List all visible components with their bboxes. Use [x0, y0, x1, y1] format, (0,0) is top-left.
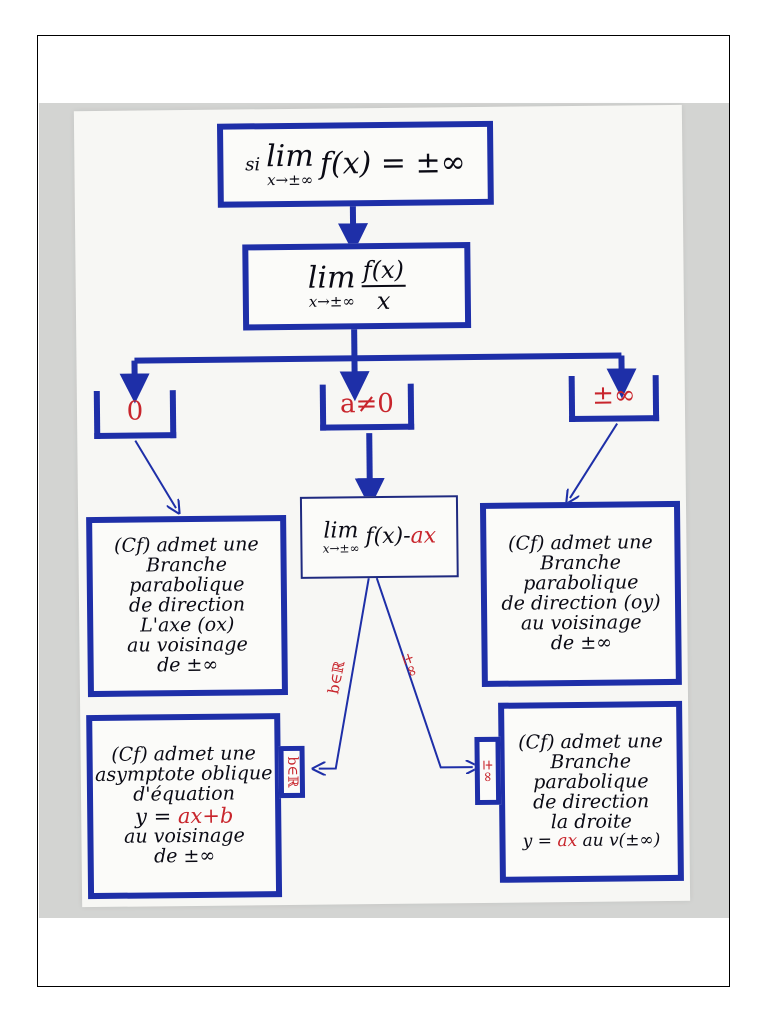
top-expression: f(x) = ±∞	[319, 145, 466, 182]
arrow-a-to-limit	[354, 433, 385, 509]
tab-b-in-r-label: b∈ℝ	[283, 756, 300, 788]
tab-b-in-r: b∈ℝ	[278, 745, 306, 799]
box-bl-line: de ±∞	[153, 844, 216, 868]
arrow-inf-to-box	[569, 422, 618, 498]
lim-subscript-3: x→±∞	[322, 541, 360, 556]
box-parabolic-oy: (Cf) admet une Branche parabolique de di…	[479, 500, 682, 687]
box-parabolic-ox: (Cf) admet une Branche parabolique de di…	[86, 515, 288, 698]
branch-a-label: a≠0	[339, 388, 394, 420]
ratio-numerator: f(x)	[362, 255, 405, 285]
arrow-limit-to-bottom-left	[317, 577, 370, 769]
box-left-line: Branche parabolique	[129, 553, 245, 597]
lim-word-2: lim	[307, 260, 356, 297]
branch-inf-label: ±∞	[591, 380, 636, 411]
lim-subscript: x→±∞	[267, 170, 314, 190]
box-oblique-asymptote: (Cf) admet une asymptote oblique d'équat…	[86, 713, 283, 900]
line-eq-red: ax	[557, 830, 578, 852]
ratio-denominator: x	[376, 286, 391, 316]
tab-infinity-label: ±∞	[479, 759, 496, 783]
box-parabolic-line: (Cf) admet une Branche parabolique de di…	[498, 700, 684, 883]
arrow-zero-to-box	[134, 440, 176, 508]
branch-infinity: ±∞	[568, 375, 660, 423]
tab-infinity: ±∞	[474, 736, 502, 806]
branch-a-ne-zero: a≠0	[319, 383, 415, 431]
affine-limit-box: lim x→±∞ f(x)-ax	[299, 495, 459, 579]
branch-horizontal	[134, 352, 622, 364]
paper-sheet: si lim x→±∞ f(x) = ±∞ lim x→±∞ f(x) x 0 …	[73, 104, 691, 908]
line-eq-tail: au v(±∞)	[582, 830, 661, 851]
box-right-line: Branche parabolique	[523, 551, 639, 595]
branch-zero: 0	[93, 390, 177, 440]
connector-lines	[119, 200, 637, 907]
si-label: si	[245, 153, 261, 175]
lim-word-3: lim	[323, 518, 359, 544]
arrow-limit-to-bottom-right	[375, 577, 473, 768]
lim-subscript-2: x→±∞	[308, 292, 355, 311]
box-bl-line: d'équation	[133, 782, 235, 806]
affine-expr-black: f(x)-	[365, 524, 411, 550]
branch-zero-label: 0	[126, 396, 144, 427]
line-eq-black: y =	[522, 831, 553, 852]
box-right-line: de ±∞	[550, 631, 613, 655]
ratio-limit-box: lim x→±∞ f(x) x	[242, 242, 472, 331]
affine-expr-red: ax	[410, 523, 437, 550]
box-left-line: de ±∞	[156, 653, 219, 677]
lim-word: lim	[265, 139, 314, 175]
top-limit-box: si lim x→±∞ f(x) = ±∞	[216, 120, 494, 208]
